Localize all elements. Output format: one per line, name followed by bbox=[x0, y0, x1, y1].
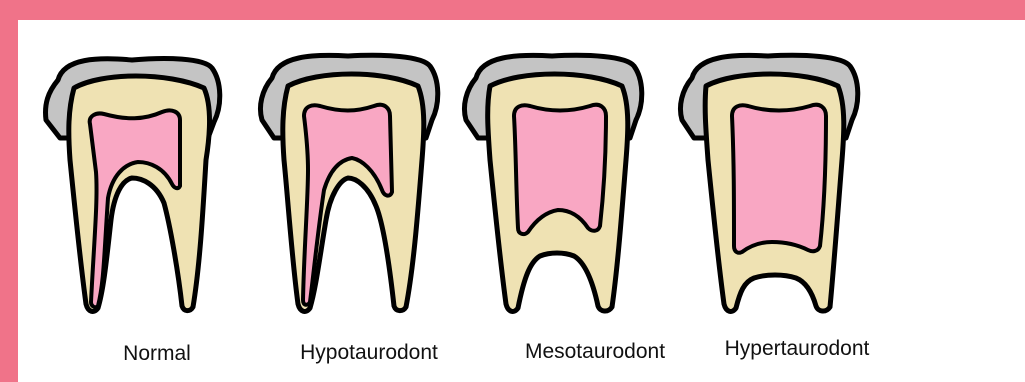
label-mesotaurodont: Mesotaurodont bbox=[525, 340, 665, 364]
tooth-hypertaurodont bbox=[680, 55, 857, 311]
tooth-mesotaurodont bbox=[464, 55, 641, 311]
dentin-normal bbox=[69, 76, 210, 311]
tooth-hypotaurodont bbox=[260, 55, 437, 311]
diagram-panel: Normal Hypotaurodont Mesotaurodont Hyper… bbox=[18, 20, 1025, 382]
tooth-normal bbox=[46, 59, 220, 312]
taurodontism-diagram bbox=[18, 20, 1025, 382]
label-normal: Normal bbox=[123, 342, 191, 366]
label-hypertaurodont: Hypertaurodont bbox=[725, 337, 870, 361]
pulp-hypertaurodont bbox=[732, 105, 826, 253]
label-hypotaurodont: Hypotaurodont bbox=[300, 341, 438, 365]
